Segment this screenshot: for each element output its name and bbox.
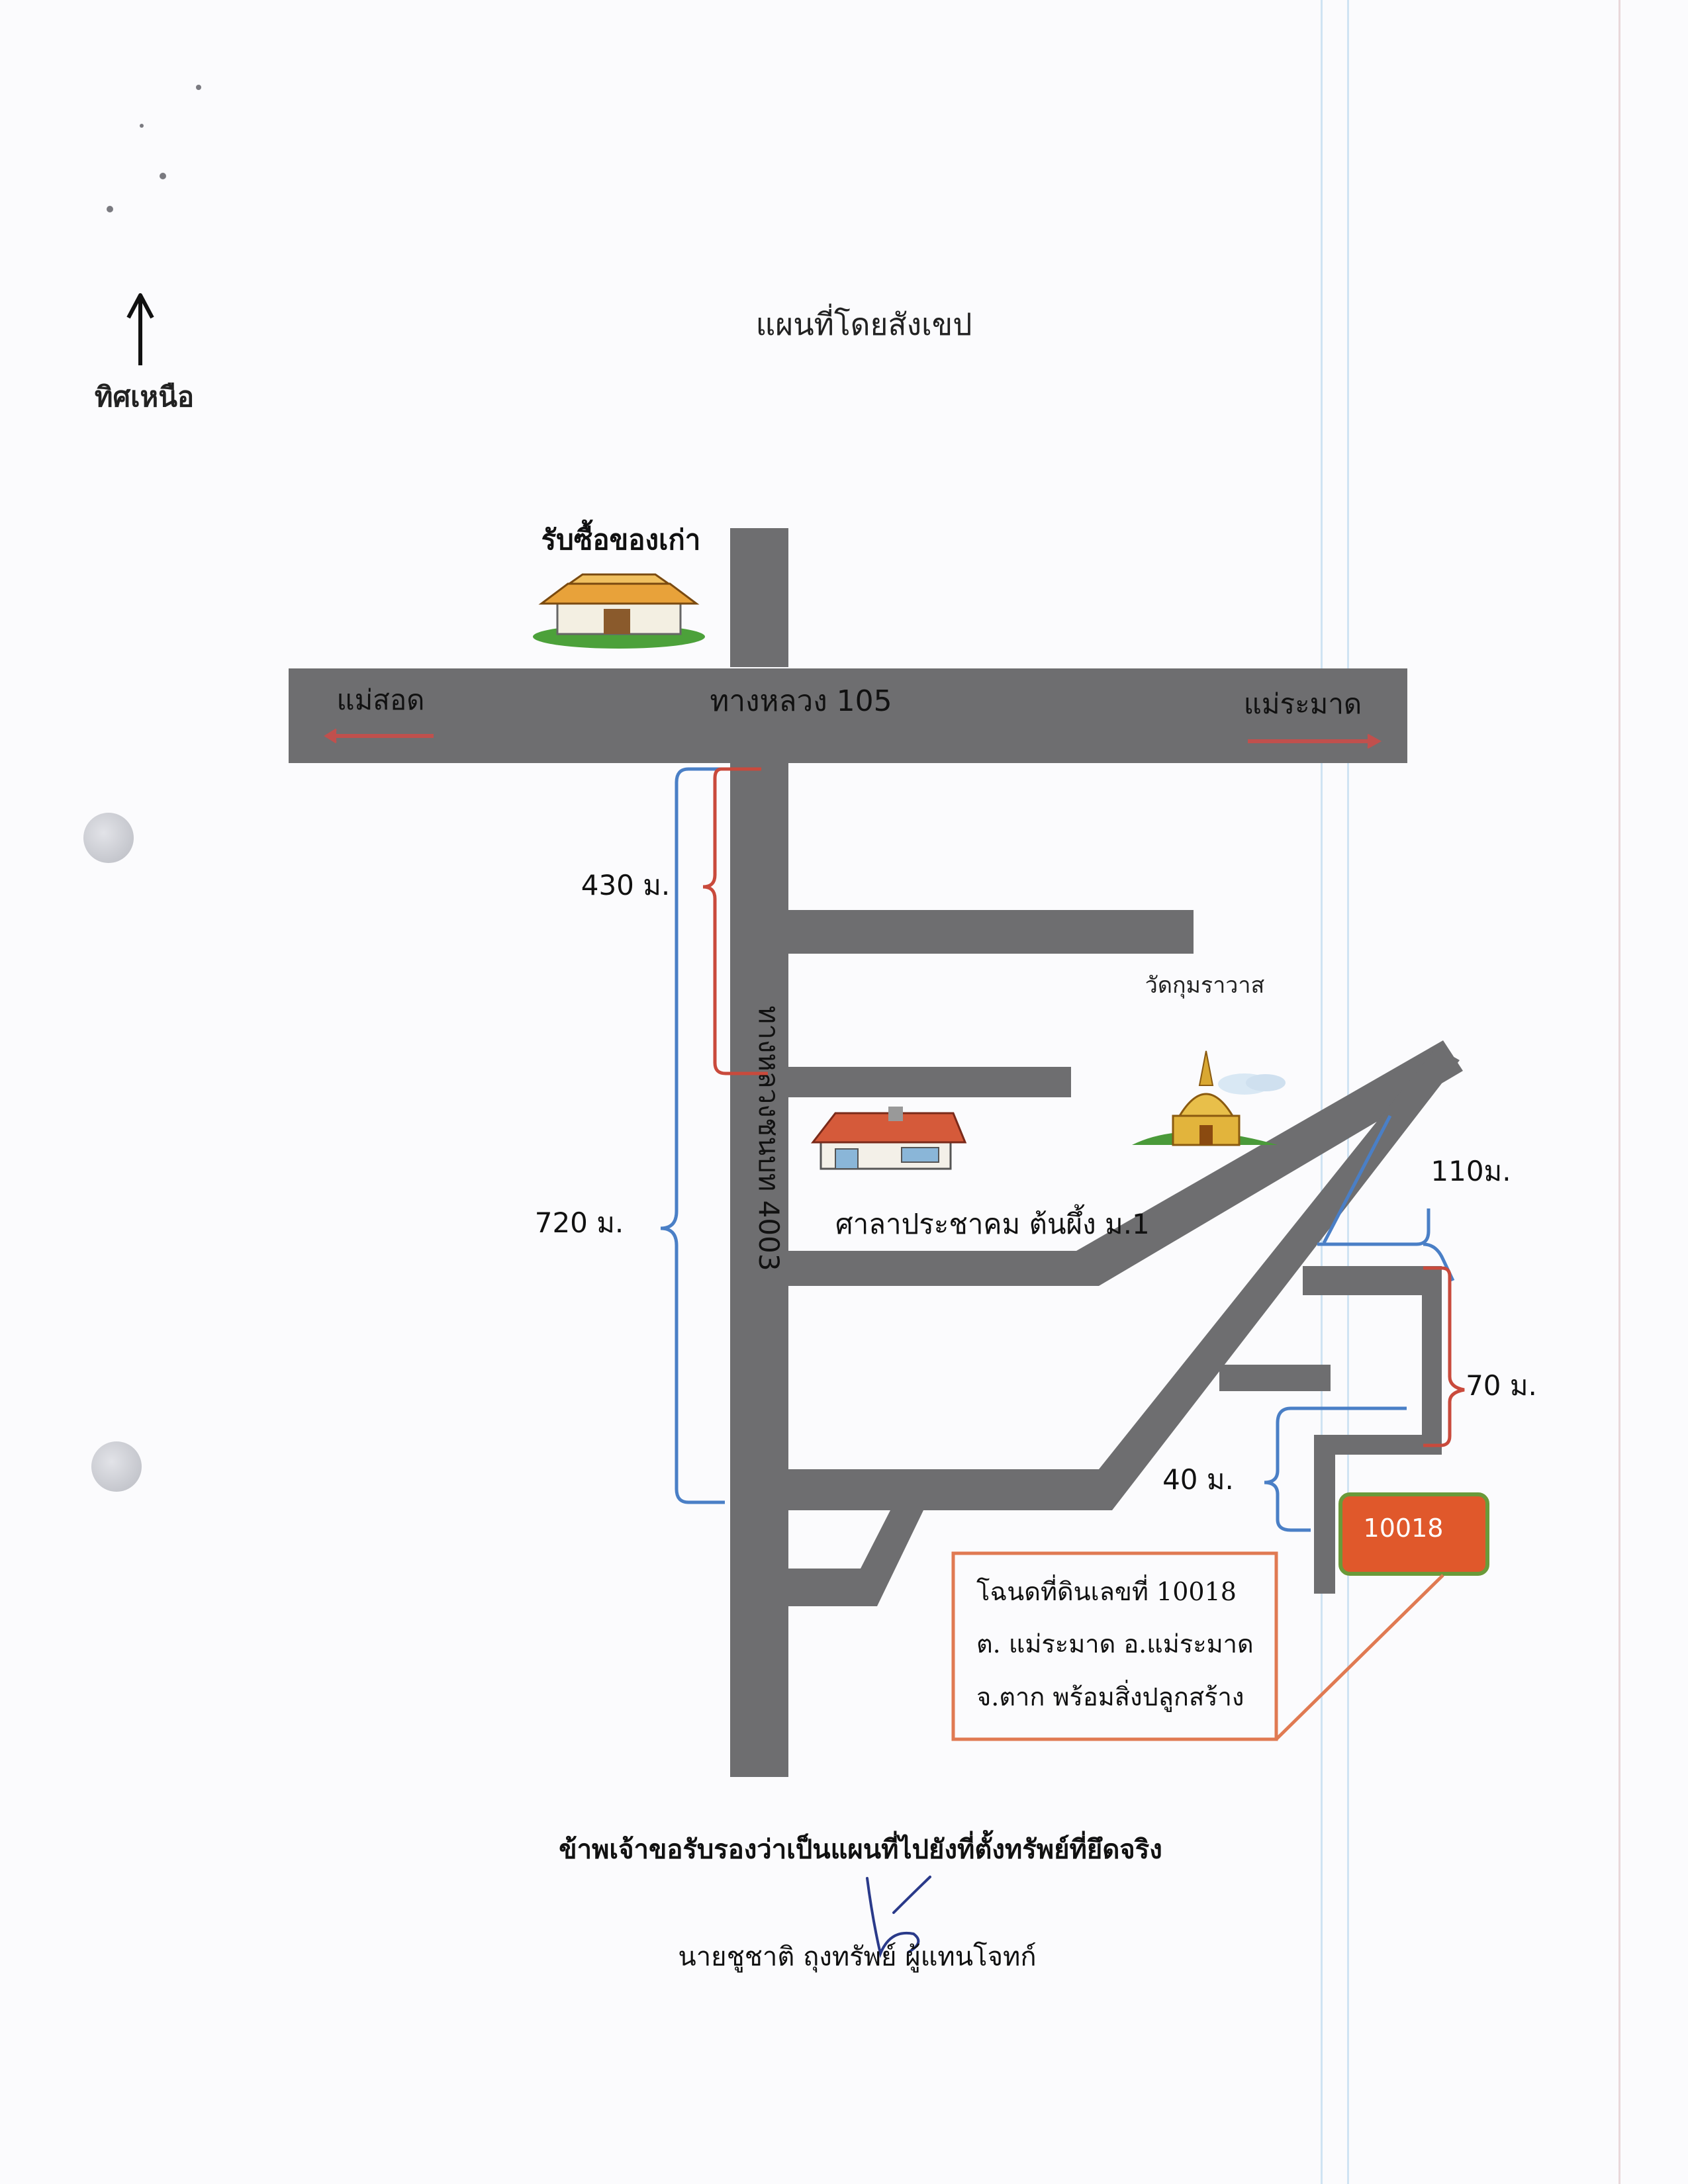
road-lower-stub bbox=[1314, 1435, 1442, 1455]
temple-stupa-icon bbox=[1132, 1050, 1286, 1146]
parcel-marker: 10018 bbox=[1338, 1492, 1489, 1576]
page-title: แผนที่โดยสังเขป bbox=[756, 303, 972, 342]
shop-label: รับซื้อของเก่า bbox=[541, 519, 701, 556]
road-highway-4003 bbox=[730, 763, 788, 1777]
parcel-callout: โฉนดที่ดินเลขที่ 10018 ต. แม่ระมาด อ.แม่… bbox=[951, 1551, 1444, 1741]
bracket-70 bbox=[1423, 1266, 1465, 1447]
distance-40-label: 40 ม. bbox=[1162, 1463, 1234, 1496]
paper-ruling-line bbox=[1321, 0, 1323, 2184]
bracket-720 bbox=[660, 767, 735, 1504]
road-branch-1 bbox=[788, 910, 1194, 954]
east-arrow-icon bbox=[1248, 733, 1382, 749]
bracket-430 bbox=[702, 767, 768, 1075]
parcel-note-line-2: ต. แม่ระมาด อ.แม่ระมาด bbox=[976, 1629, 1254, 1659]
north-arrow-icon bbox=[126, 293, 154, 365]
distance-430-label: 430 ม. bbox=[581, 869, 671, 901]
bracket-110 bbox=[1317, 1115, 1455, 1282]
highway-105-label: ทางหลวง 105 bbox=[710, 684, 892, 718]
road-southwest-branch bbox=[788, 1510, 923, 1606]
hole-punch bbox=[91, 1441, 142, 1492]
east-direction-label: แม่ระมาด bbox=[1244, 688, 1362, 720]
paper-ruling-line bbox=[1347, 0, 1349, 2184]
shop-building-icon bbox=[533, 573, 705, 649]
signature-mark bbox=[866, 1876, 931, 1958]
road-highway-105 bbox=[289, 668, 1407, 763]
highway-4003-label: ทางหลวงชนบท 4003 bbox=[753, 1005, 785, 1271]
hole-punch bbox=[83, 813, 134, 863]
road-branch-3 bbox=[788, 1040, 1463, 1286]
signer-name: นายชูชาติ ถุงทรัพย์ ผู้แทนโจทก์ bbox=[678, 1942, 1036, 1973]
west-direction-label: แม่สอด bbox=[337, 684, 425, 716]
house-icon bbox=[810, 1107, 967, 1170]
parcel-number-label: 10018 bbox=[1364, 1514, 1444, 1543]
bracket-40 bbox=[1264, 1406, 1407, 1532]
temple-label: วัดกุมราวาส bbox=[1145, 972, 1265, 999]
road-east-stub bbox=[1303, 1266, 1435, 1295]
road-parcel-access bbox=[1422, 1266, 1442, 1441]
north-label: ทิศเหนือ bbox=[95, 381, 194, 413]
hall-label: ศาลาประชาคม ต้นผึ้ง ม.1 bbox=[835, 1204, 1150, 1240]
road-mid-stub bbox=[1219, 1365, 1331, 1391]
parcel-note-line-1: โฉนดที่ดินเลขที่ 10018 bbox=[976, 1574, 1237, 1606]
certification-statement: ข้าพเจ้าขอรับรองว่าเป็นแผนที่ไปยังที่ตั้… bbox=[559, 1830, 1162, 1865]
road-north-spur bbox=[730, 528, 788, 667]
parcel-note-line-3: จ.ตาก พร้อมสิ่งปลูกสร้าง bbox=[976, 1680, 1244, 1712]
distance-720-label: 720 ม. bbox=[535, 1206, 624, 1239]
west-arrow-icon bbox=[324, 728, 434, 744]
distance-70-label: 70 ม. bbox=[1466, 1369, 1537, 1402]
road-network bbox=[289, 528, 1463, 1777]
paper-specks bbox=[107, 85, 201, 212]
road-parcel-spur bbox=[1314, 1435, 1335, 1594]
road-branch-2 bbox=[788, 1067, 1071, 1097]
paper-margin-line bbox=[1618, 0, 1620, 2184]
distance-110-label: 110ม. bbox=[1430, 1155, 1511, 1187]
